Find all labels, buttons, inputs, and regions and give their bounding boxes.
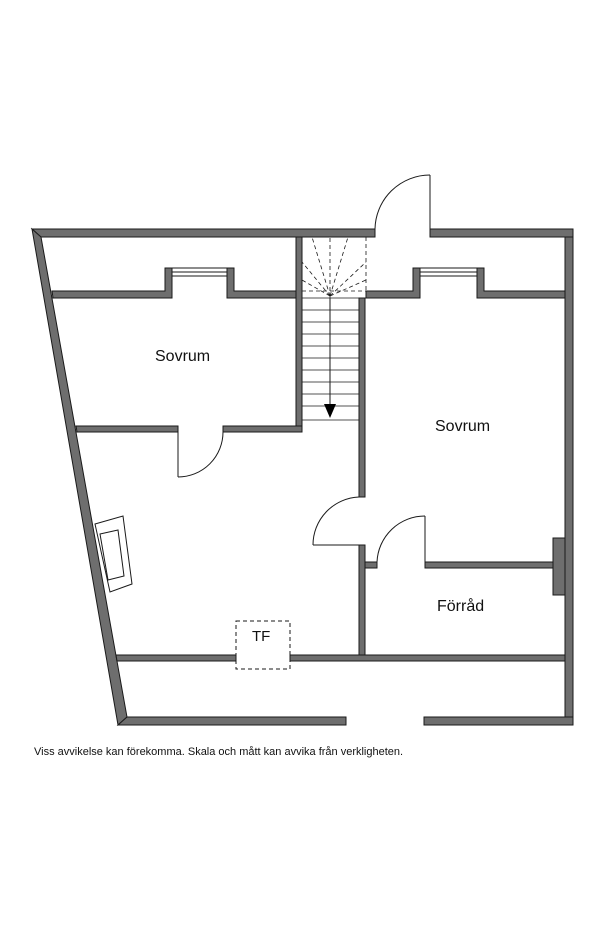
wall-top-right xyxy=(429,228,574,238)
wall-storage-top xyxy=(424,561,566,569)
label-storage: Förråd xyxy=(437,598,485,615)
wall-central-lower xyxy=(358,544,366,658)
wall-storage-left xyxy=(364,561,378,569)
stair-arrow-icon xyxy=(324,404,336,418)
wall-left-slanted xyxy=(31,227,128,726)
wall-bedroom-left-lower-a xyxy=(75,425,179,433)
wall-knee-right xyxy=(365,267,566,299)
doors xyxy=(177,174,431,563)
walls xyxy=(30,227,574,726)
door-bedroom-left-swing xyxy=(177,431,224,478)
wall-bottom-inner-right xyxy=(289,654,566,662)
wall-bottom-inner-left xyxy=(115,654,237,662)
door-storage-swing xyxy=(376,515,426,563)
fireplace xyxy=(94,515,133,593)
roof-hatch xyxy=(235,620,291,670)
label-roof-hatch: TF xyxy=(252,628,271,645)
label-bedroom-left: Sovrum xyxy=(155,348,211,365)
wall-bedroom-left-lower-b xyxy=(222,425,303,433)
wall-chimney xyxy=(552,537,566,596)
label-bedroom-right: Sovrum xyxy=(435,418,491,435)
wall-bottom-left xyxy=(116,716,347,726)
wall-right xyxy=(564,236,574,726)
wall-central-upper xyxy=(358,297,366,498)
wall-stair-left xyxy=(295,236,303,427)
disclaimer-text: Viss avvikelse kan förekomma. Skala och … xyxy=(34,746,404,758)
staircase xyxy=(301,236,367,421)
windows xyxy=(171,267,478,277)
door-entrance-swing xyxy=(374,174,431,230)
wall-bottom-right xyxy=(423,716,574,726)
door-bedroom-right-swing xyxy=(312,496,360,546)
wall-top-left xyxy=(30,228,376,238)
